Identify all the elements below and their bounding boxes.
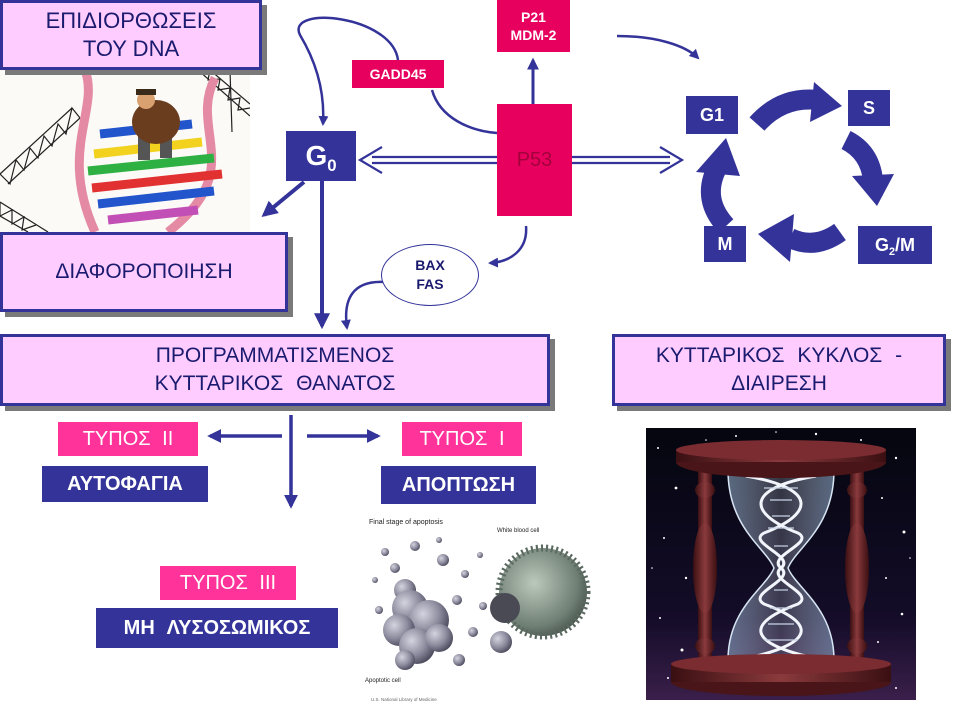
g2m-subscript: 2 (889, 245, 896, 258)
engulfed-body (490, 593, 520, 623)
m-label: M (717, 233, 733, 254)
type-3-badge: ΤΥΠΟΣ III (160, 566, 296, 600)
stars (651, 431, 911, 689)
type-1-badge: ΤΥΠΟΣ I (402, 422, 522, 456)
cycle-arrow-g2m-to-m (758, 214, 846, 262)
micrograph-label-white-blood-cell: White blood cell (497, 528, 539, 534)
g1-phase: G1 (686, 96, 738, 134)
g0-subscript: 0 (327, 155, 337, 175)
dna-helix-rungs (764, 487, 798, 641)
programmed-cell-death-line2: ΚΥΤΤΑΡΙΚΟΣ ΘΑΝΑΤΟΣ (154, 372, 396, 395)
programmed-cell-death-box: ΠΡΟΓΡΑΜΜΑΤΙΣΜΕΝΟΣ ΚΥΤΤΑΡΙΚΟΣ ΘΑΝΑΤΟΣ (0, 334, 550, 406)
apoptosis-drawing: Final stage of apoptosis White blood cel… (355, 510, 600, 705)
apoptosis-label: ΑΠΟΠΤΩΣΗ (401, 473, 516, 496)
bax-fas-to-cell-death-arrow (340, 280, 386, 330)
type-2-label: ΤΥΠΟΣ II (82, 427, 174, 450)
p21-mdm2-node: P21 MDM-2 (497, 0, 570, 52)
autophagy-box: ΑΥΤΟΦΑΓΙΑ (42, 466, 208, 502)
p21-to-cell-cycle-arrow (616, 34, 700, 60)
dna-repair-box: ΕΠΙΔΙΟΡΘΩΣΕΙΣ ΤΟΥ DNA (0, 0, 262, 70)
cell-cycle-division-line2: ΔΙΑΙΡΕΣΗ (731, 372, 827, 395)
dna-repair-line2: ΤΟΥ DNA (82, 36, 180, 61)
programmed-cell-death-line1: ΠΡΟΓΡΑΜΜΑΤΙΣΜΕΝΟΣ (155, 344, 395, 367)
p53-label: P53 (516, 149, 553, 171)
floating-apoptotic-bodies (372, 537, 487, 666)
gadd45-to-g0-arrow (297, 16, 400, 126)
dna-repair-line1: ΕΠΙΔΙΟΡΘΩΣΕΙΣ (45, 8, 217, 33)
crane-icon (0, 69, 251, 233)
worker-figure (132, 89, 180, 160)
gadd45-node: GADD45 (352, 60, 444, 88)
p53-to-gadd45-line (430, 89, 498, 135)
mdm2-label: MDM-2 (510, 27, 557, 43)
apoptosis-micrograph: Final stage of apoptosis White blood cel… (355, 510, 600, 705)
g0-to-differentiation-arrow (261, 180, 306, 218)
g0-base: G (305, 140, 328, 171)
g1-label: G1 (699, 104, 724, 125)
differentiation-box: ΔΙΑΦΟΡΟΠΟΙΗΣΗ (0, 232, 288, 312)
dna-repair-illustration (0, 68, 251, 236)
gadd45-label: GADD45 (369, 66, 427, 82)
p21-label: P21 (521, 9, 546, 25)
apoptosis-box: ΑΠΟΠΤΩΣΗ (381, 466, 536, 504)
g2m-suffix: /M (895, 234, 916, 255)
dna-helix (745, 474, 817, 660)
dna-strand (74, 68, 100, 234)
bax-label: BAX (415, 257, 445, 273)
fas-label: FAS (416, 276, 444, 292)
p53-node: P53 (497, 104, 572, 216)
autophagy-label: ΑΥΤΟΦΑΓΙΑ (67, 472, 183, 495)
m-phase: M (704, 226, 746, 262)
apoptotic-cell-cluster (383, 579, 453, 670)
engulfed-body (490, 631, 512, 653)
differentiation-label: ΔΙΑΦΟΡΟΠΟΙΗΣΗ (55, 260, 233, 283)
micrograph-title: Final stage of apoptosis (369, 519, 443, 526)
hourglass-illustration (646, 428, 916, 700)
s-label: S (862, 97, 875, 118)
non-lysosomal-label: ΜΗ ΛΥΣΟΣΩΜΙΚΟΣ (123, 616, 311, 639)
type-3-label: ΤΥΠΟΣ III (179, 571, 277, 594)
non-lysosomal-box: ΜΗ ΛΥΣΟΣΩΜΙΚΟΣ (96, 608, 338, 648)
cycle-arrow-s-to-g2m (841, 131, 894, 206)
micrograph-credit: U.S. National Library of Medicine (371, 697, 437, 702)
cycle-arrow-g1-to-s (749, 82, 842, 131)
g2m-base: G (874, 234, 889, 255)
p53-to-bax-fas-arrow (488, 225, 528, 268)
cell-cycle-division-box: ΚΥΤΤΑΡΙΚΟΣ ΚΥΚΛΟΣ - ΔΙΑΙΡΕΣΗ (612, 334, 946, 406)
white-blood-cell (495, 544, 591, 640)
g2m-phase: G2/M (858, 226, 932, 264)
p53-to-cell-cycle-double-arrow (572, 146, 685, 174)
s-phase: S (848, 90, 890, 126)
type-1-label: ΤΥΠΟΣ I (419, 427, 505, 450)
dna-repair-drawing (0, 68, 251, 236)
type-2-badge: ΤΥΠΟΣ II (58, 422, 198, 456)
hourglass-drawing (646, 428, 916, 700)
micrograph-label-apoptotic-cell: Apoptotic cell (365, 678, 401, 684)
g0-node: G0 (286, 131, 356, 181)
cycle-arrow-m-to-g1 (696, 138, 740, 233)
p53-to-g0-double-arrow (357, 146, 497, 174)
cell-cycle-division-line1: ΚΥΤΤΑΡΙΚΟΣ ΚΥΚΛΟΣ - (655, 344, 903, 367)
bax-fas-node: BAX FAS (381, 244, 479, 306)
